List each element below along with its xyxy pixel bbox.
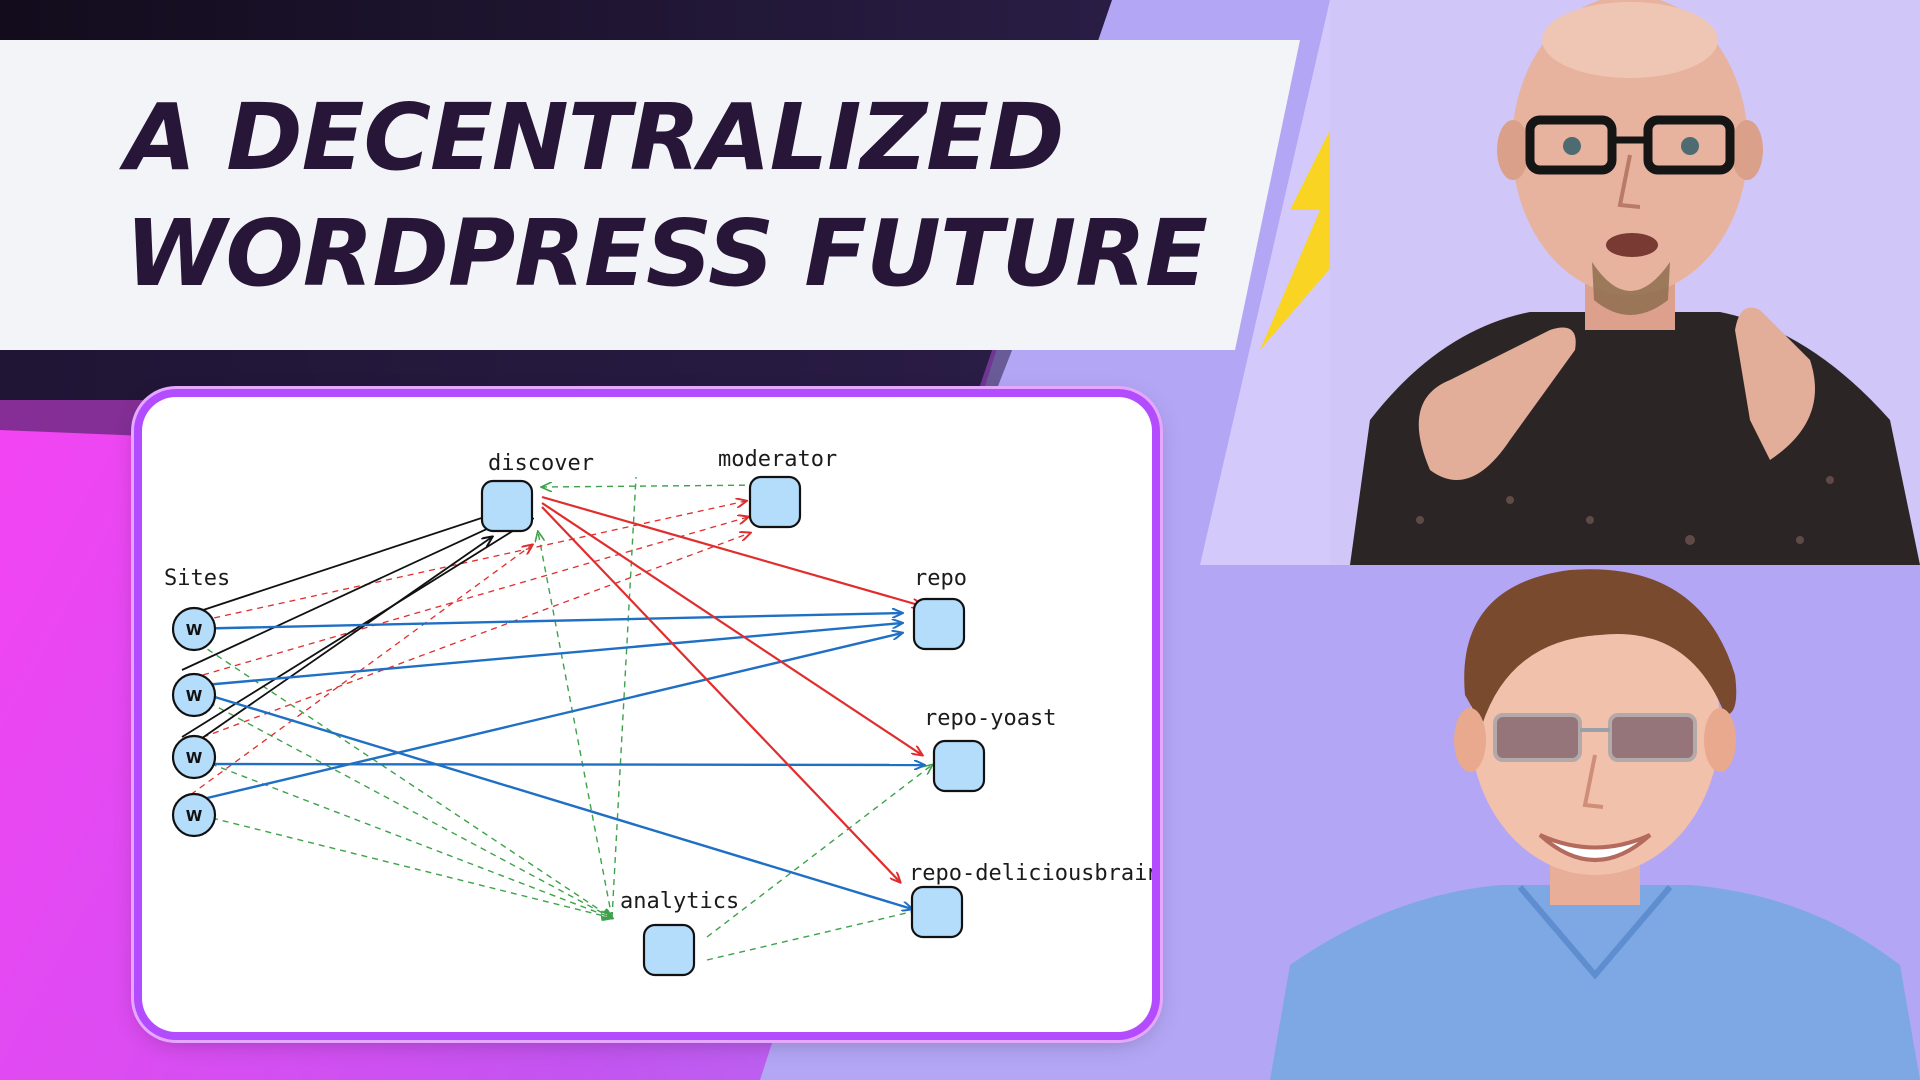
svg-text:W: W — [186, 687, 203, 705]
edges-repos — [181, 613, 924, 909]
network-diagram: W W W W Sites discover moderator repo re… — [164, 447, 1152, 977]
svg-text:W: W — [186, 749, 203, 767]
edges-moderator — [181, 501, 750, 802]
title-line-2: WORDPRESS FUTURE — [125, 200, 1208, 307]
label-repo: repo — [914, 566, 967, 591]
svg-text:W: W — [186, 807, 203, 825]
node-repo-yoast — [932, 739, 986, 793]
node-moderator — [748, 475, 802, 529]
label-repo-deliciousbrains: repo-deliciousbrains — [909, 861, 1152, 886]
wordpress-w-icon — [171, 734, 217, 780]
site-node-1: W — [171, 606, 217, 652]
title-banner — [0, 40, 1300, 350]
edges-discover-repos — [541, 495, 922, 882]
site-node-3: W — [171, 734, 217, 780]
label-discover: discover — [488, 451, 594, 476]
diagram-card: W W W W Sites discover moderator repo re… — [142, 397, 1152, 1032]
presenter-photo-1 — [1330, 0, 1920, 565]
title-line-1: A DECENTRALIZED — [125, 84, 1064, 191]
site-node-2: W — [171, 672, 217, 718]
wordpress-w-icon — [171, 792, 217, 838]
label-repo-yoast: repo-yoast — [924, 706, 1056, 731]
node-repo — [912, 597, 966, 651]
wordpress-w-icon — [171, 606, 217, 652]
node-repo-deliciousbrains — [910, 885, 964, 939]
site-node-4: W — [171, 792, 217, 838]
wordpress-w-icon — [171, 672, 217, 718]
node-discover — [480, 479, 534, 533]
edges-analytics — [179, 476, 932, 961]
label-analytics: analytics — [620, 889, 739, 914]
label-moderator: moderator — [718, 447, 837, 472]
svg-text:W: W — [186, 621, 203, 639]
edges-discover — [181, 502, 532, 753]
label-sites: Sites — [164, 566, 230, 591]
node-analytics — [642, 923, 696, 977]
presenter-photo-2 — [1270, 565, 1920, 1080]
